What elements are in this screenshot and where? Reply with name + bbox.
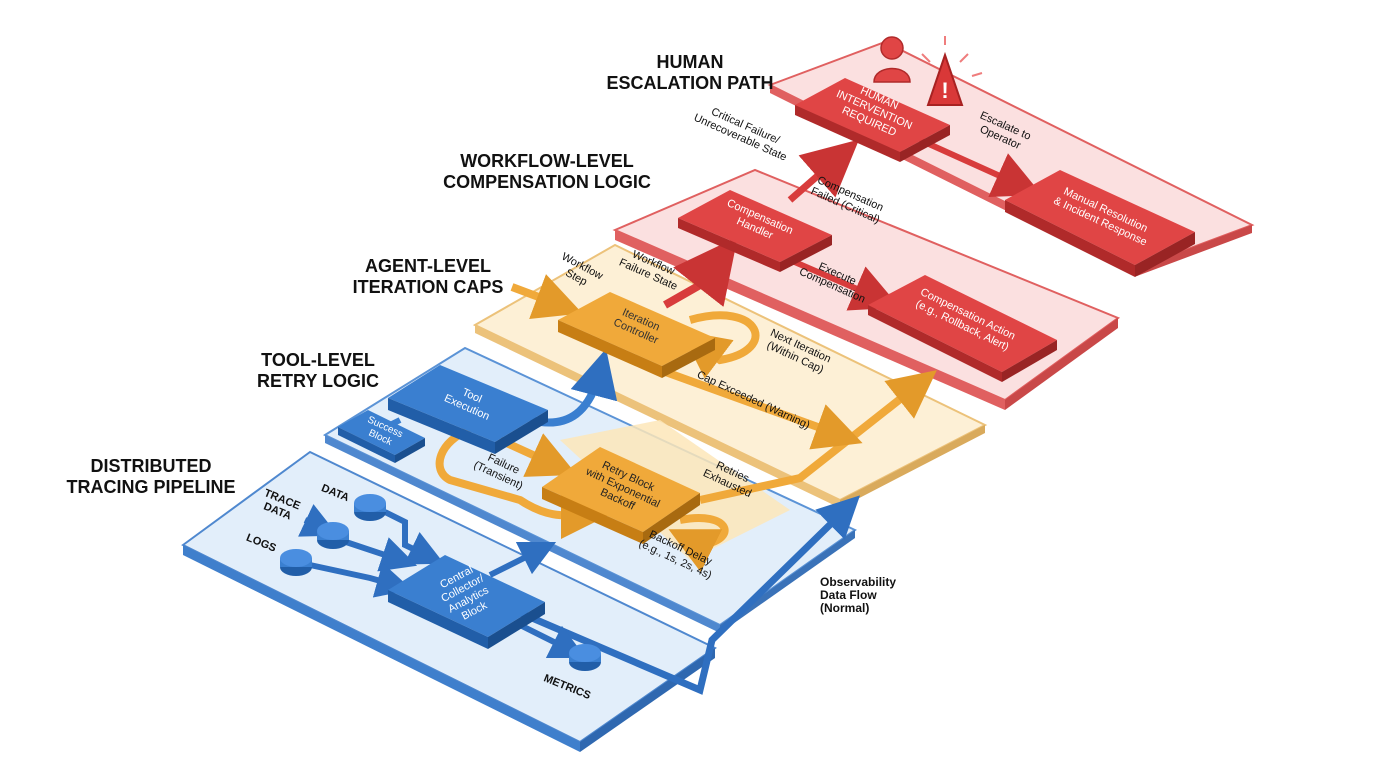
manual-resolution-box	[1005, 170, 1195, 277]
trace-node-icon	[317, 522, 349, 549]
warning-icon: !	[921, 36, 983, 106]
escalate-arrow	[918, 137, 1042, 198]
person-icon	[873, 36, 911, 83]
trace-to-collector	[339, 537, 418, 572]
human-layer-title: HUMAN ESCALATION PATH	[606, 52, 774, 93]
tool-layer-title: TOOL-LEVEL RETRY LOGIC	[256, 350, 379, 391]
cap-exceeded-arrow	[658, 366, 863, 450]
human-intervention-box	[795, 78, 950, 162]
retry-block-box	[542, 447, 700, 544]
tool-execution-box	[388, 365, 548, 454]
logs-arrow	[309, 562, 413, 598]
success-block-box	[338, 410, 425, 463]
metrics-arrow	[518, 622, 587, 659]
workflow-failure-arrow	[663, 236, 738, 309]
central-collector-box	[388, 555, 545, 649]
compensation-action-box	[868, 275, 1057, 382]
failure-transient-arrow	[435, 426, 609, 540]
retries-exhausted-arrow	[699, 370, 937, 504]
collector-up-arrow	[488, 541, 557, 578]
critical-failure-arrow	[787, 139, 860, 203]
workflow-layer-title: WORKFLOW-LEVEL COMPENSATION LOGIC	[443, 151, 651, 192]
data-node-icon	[354, 494, 386, 521]
observability-note: Observability Data Flow (Normal)	[820, 575, 897, 615]
logs-node-icon	[280, 549, 312, 576]
backoff-loop-arrow	[668, 514, 729, 573]
execute-compensation-arrow	[788, 257, 901, 311]
compensation-handler-box	[678, 190, 832, 272]
svg-text:!: !	[941, 78, 948, 103]
observability-arrow	[488, 495, 861, 695]
agent-layer-title: AGENT-LEVEL ITERATION CAPS	[352, 256, 504, 297]
workflow-step-arrow	[510, 274, 583, 320]
iteration-controller-box	[558, 292, 715, 378]
next-iteration-loop-arrow	[680, 311, 760, 379]
tracing-layer-title: DISTRIBUTED TRACING PIPELINE	[66, 456, 236, 497]
critical-failure-label: Critical Failure/Unrecoverable State	[692, 100, 794, 163]
metrics-node-icon	[569, 644, 601, 671]
